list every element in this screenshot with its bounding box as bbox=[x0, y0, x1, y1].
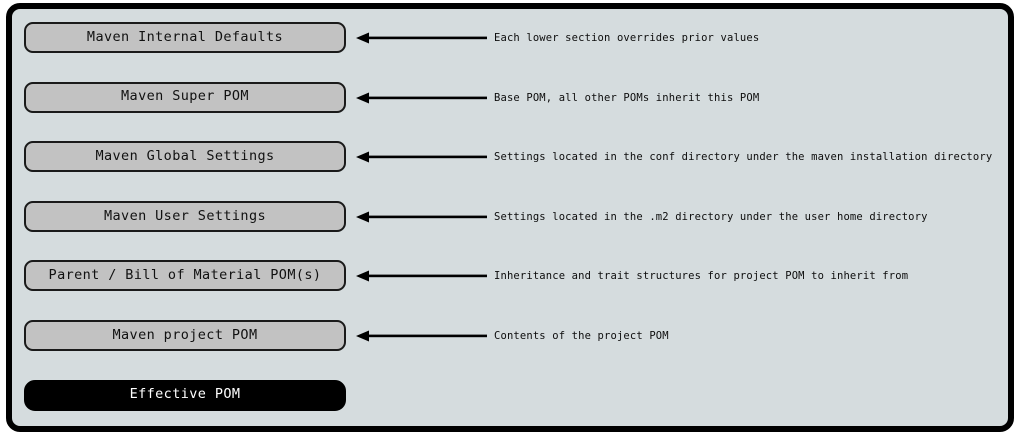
annotation-text-2: Settings located in the conf directory u… bbox=[494, 151, 993, 164]
arrow-left-icon-2 bbox=[356, 150, 488, 164]
annotation-text-0: Each lower section overrides prior value… bbox=[494, 32, 760, 44]
layer-box-3[interactable]: Maven User Settings bbox=[24, 200, 346, 232]
arrow-left-icon-1 bbox=[356, 91, 488, 105]
layer-box-5[interactable]: Maven project POM bbox=[24, 320, 346, 351]
arrow-left-icon-0 bbox=[356, 31, 488, 45]
arrow-left-icon-5 bbox=[356, 329, 488, 343]
annotation-text-4: Inheritance and trait structures for pro… bbox=[494, 270, 909, 283]
layer-box-label: Effective POM bbox=[129, 386, 241, 403]
layer-box-label: Maven Super POM bbox=[121, 88, 249, 105]
diagram-frame: Maven Internal Defaults Each lower sectio… bbox=[6, 3, 1014, 432]
layer-box-label: Maven User Settings bbox=[103, 207, 267, 224]
layer-box-0[interactable]: Maven Internal Defaults bbox=[24, 22, 346, 53]
layer-box-label: Parent / Bill of Material POM(s) bbox=[48, 267, 322, 284]
layer-box-label: Maven Global Settings bbox=[95, 147, 275, 164]
layer-box-2[interactable]: Maven Global Settings bbox=[24, 141, 346, 173]
annotation-text-3: Settings located in the .m2 directory un… bbox=[494, 210, 928, 223]
arrow-left-icon-4 bbox=[356, 269, 488, 283]
layer-box-4[interactable]: Parent / Bill of Material POM(s) bbox=[24, 260, 346, 292]
annotation-text-1: Base POM, all other POMs inherit this PO… bbox=[494, 91, 760, 104]
layer-box-label: Maven Internal Defaults bbox=[86, 28, 284, 45]
layer-box-1[interactable]: Maven Super POM bbox=[24, 81, 346, 113]
layer-box-label: Maven project POM bbox=[112, 326, 258, 343]
layer-box-6[interactable]: Effective POM bbox=[24, 379, 346, 411]
arrow-left-icon-3 bbox=[356, 210, 488, 224]
annotation-text-5: Contents of the project POM bbox=[494, 330, 669, 342]
